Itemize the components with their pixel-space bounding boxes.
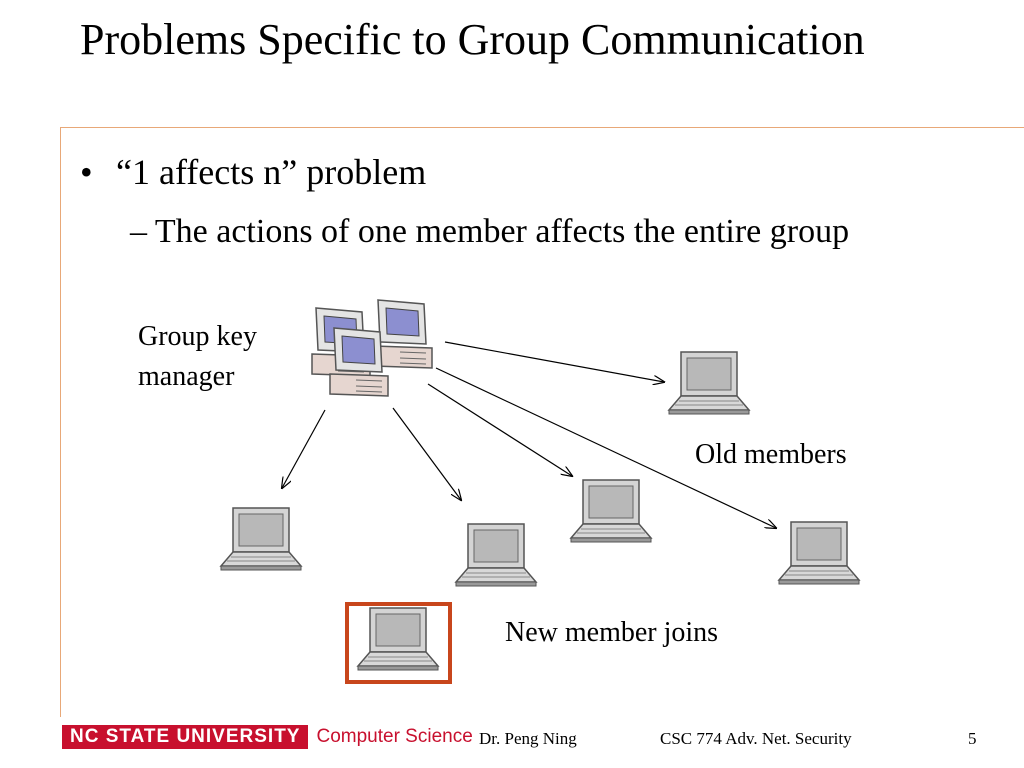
bullet-marker: •	[80, 152, 93, 192]
title-divider	[60, 127, 1024, 128]
ncsu-logo-text: NC STATE UNIVERSITY	[62, 725, 309, 749]
server-icon	[311, 299, 433, 397]
laptop-icon	[570, 479, 652, 543]
main-bullet: • “1 affects n” problem	[80, 152, 426, 192]
arrow-to-old-member-1	[444, 341, 664, 382]
new-member-label: New member joins	[505, 617, 719, 648]
slide-title: Problems Specific to Group Communication	[80, 15, 865, 64]
footer-course: CSC 774 Adv. Net. Security	[660, 729, 852, 748]
sub-bullet: – The actions of one member affects the …	[130, 213, 850, 250]
manager-label-line1: Group key	[138, 321, 257, 352]
university-logo: NC STATE UNIVERSITY Computer Science	[62, 725, 473, 749]
laptop-icon	[220, 507, 302, 571]
arrow-to-old-member-4	[392, 407, 461, 500]
left-divider	[60, 127, 61, 717]
laptop-icon	[668, 351, 750, 415]
manager-label-line2: manager	[138, 361, 235, 392]
department-name: Computer Science	[316, 726, 473, 747]
page-number: 5	[968, 729, 977, 748]
footer-author: Dr. Peng Ning	[479, 729, 577, 748]
laptop-icon	[455, 523, 537, 587]
arrow-to-old-member-5	[282, 409, 326, 488]
old-members-label: Old members	[695, 439, 847, 470]
laptop-icon	[357, 607, 439, 671]
arrow-to-old-member-2	[435, 367, 776, 528]
laptop-icon	[778, 521, 860, 585]
arrow-to-old-member-3	[427, 383, 572, 476]
new-member-highlight	[345, 602, 452, 684]
bullet-text: “1 affects n” problem	[116, 152, 427, 192]
